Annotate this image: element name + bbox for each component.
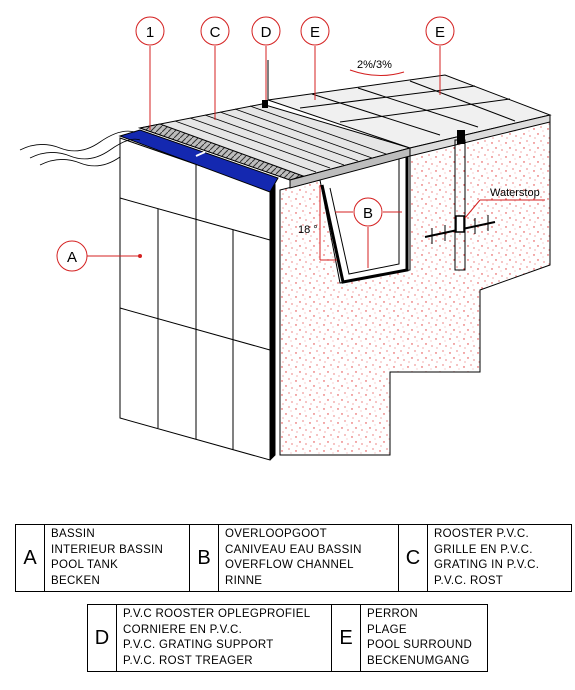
callout-b-label: B <box>363 205 373 222</box>
pvc-grating <box>138 103 412 189</box>
callout-d: D <box>251 16 281 100</box>
callout-e-right: E <box>425 16 455 95</box>
callout-a: A <box>56 240 142 272</box>
legend-key-e: E <box>331 604 361 672</box>
legend-desc-a: BASSIN INTERIEUR BASSIN POOL TANK BECKEN <box>44 524 190 592</box>
grating-support-profile <box>262 60 269 108</box>
callout-a-label: A <box>67 249 77 266</box>
slope-annotation: 2%/3% <box>349 59 405 76</box>
legend-key-c: C <box>398 524 428 592</box>
legend-desc-e: PERRON PLAGE POOL SURROUND BECKENUMGANG <box>360 604 488 672</box>
callout-d-label: D <box>261 24 272 41</box>
legend-desc-d: P.V.C ROOSTER OPLEGPROFIEL CORNIERE EN P… <box>116 604 332 672</box>
callout-1: 1 <box>135 16 165 130</box>
legend-key-a: A <box>15 524 45 592</box>
waterstop: Waterstop <box>424 130 545 271</box>
legend-desc-c: ROOSTER P.V.C. GRILLE EN P.V.C. GRATING … <box>427 524 572 592</box>
pool-overflow-section-drawing: Waterstop 2%/3% 18 ° 1 C D E E <box>19 16 552 461</box>
legend-key-d: D <box>87 604 117 672</box>
waterstop-label: Waterstop <box>490 187 540 199</box>
callout-c-label: C <box>210 24 221 41</box>
legend-key-b: B <box>189 524 219 592</box>
water-surface <box>19 130 141 167</box>
callout-b: B <box>335 197 402 268</box>
callout-e-left-label: E <box>310 24 320 41</box>
slope-label: 2%/3% <box>357 59 392 71</box>
callout-e-right-label: E <box>435 24 445 41</box>
legend-desc-b: OVERLOOPGOOT CANIVEAU EAU BASSIN OVERFLO… <box>218 524 399 592</box>
pool-surround-slabs <box>267 74 552 157</box>
callout-1-label: 1 <box>146 24 154 41</box>
pool-tank-wall <box>119 137 276 461</box>
callout-c: C <box>200 16 230 120</box>
legend-table-bottom: D P.V.C ROOSTER OPLEGPROFIEL CORNIERE EN… <box>87 604 488 672</box>
legend-table-top: A BASSIN INTERIEUR BASSIN POOL TANK BECK… <box>15 524 572 592</box>
angle-label: 18 ° <box>298 224 318 236</box>
callout-e-left: E <box>300 16 330 100</box>
angle-annotation: 18 ° <box>298 185 337 261</box>
